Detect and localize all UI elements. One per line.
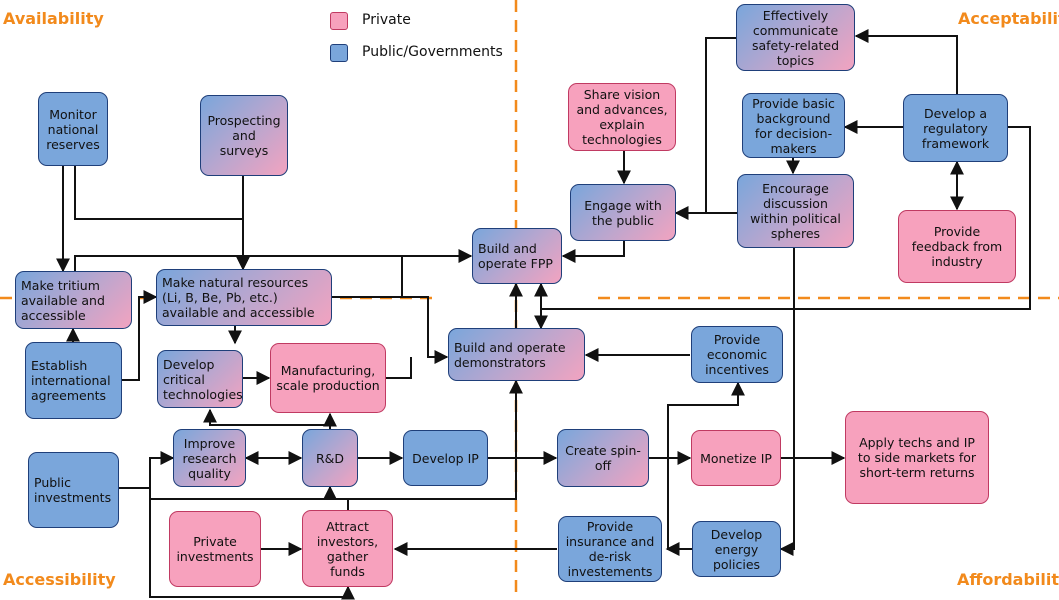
edge-safety-to-engage <box>705 37 736 213</box>
edge-manufacturing-to-demonstrators <box>386 357 412 379</box>
node-encourage-discussion: Encourage discussion within political sp… <box>737 174 854 248</box>
node-regulatory-framework: Develop a regulatory framework <box>903 94 1008 162</box>
node-private-investments: Private investments <box>169 511 261 587</box>
node-create-spinoff: Create spin-off <box>557 429 649 487</box>
node-public-investments: Public investments <box>28 452 119 528</box>
node-insurance: Provide insurance and de-risk investemen… <box>558 516 662 582</box>
edge-regulatory-to-fpp <box>534 126 1031 330</box>
edge-policies-to-incentives <box>667 381 745 549</box>
node-engage-public: Engage with the public <box>570 184 676 241</box>
edge-tritium-to-fpp <box>74 249 473 271</box>
legend-public-label: Public/Governments <box>362 44 503 60</box>
node-attract-investors: Attract investors, gather funds <box>302 510 393 587</box>
edge-resources-to-fpp <box>332 256 403 298</box>
edge-monitor-to-resources <box>74 166 250 271</box>
node-energy-policies: Develop energy policies <box>692 521 781 577</box>
edge-resources-to-demonstrators <box>332 296 449 364</box>
node-make-tritium: Make tritium available and accessible <box>15 271 132 329</box>
node-share-vision: Share vision and advances, explain techn… <box>568 83 676 151</box>
edge-agreements-to-resources <box>122 290 158 381</box>
edge-public-to-research <box>119 451 175 489</box>
edge-public-to-attract <box>149 499 355 600</box>
legend-private-swatch <box>330 12 348 30</box>
node-establish-agreements: Establish international agreements <box>25 342 122 419</box>
node-develop-critical: Develop critical technologies <box>157 350 243 408</box>
node-monetize-ip: Monetize IP <box>691 430 781 486</box>
node-basic-background: Provide basic background for decision-ma… <box>742 93 845 158</box>
node-monitor-reserves: Monitor national reserves <box>38 92 108 166</box>
quadrant-affordability: Affordability <box>957 570 1059 589</box>
edge-engage-to-fpp <box>561 241 625 263</box>
legend-public-swatch <box>330 44 348 62</box>
quadrant-accessibility: Accessibility <box>3 570 116 589</box>
edge-discussion-to-policies <box>779 248 795 556</box>
quadrant-availability: Availability <box>3 9 104 28</box>
quadrant-acceptability: Acceptability <box>958 9 1059 28</box>
edge-regulatory-to-safety <box>854 29 958 94</box>
node-build-fpp: Build and operate FPP <box>472 228 562 284</box>
node-communicate-safety: Effectively communicate safety-related t… <box>736 4 855 71</box>
node-apply-techs: Apply techs and IP to side markets for s… <box>845 411 989 504</box>
node-feedback-industry: Provide feedback from industry <box>898 210 1016 283</box>
legend-private-label: Private <box>362 12 411 28</box>
connections <box>56 29 1031 600</box>
node-develop-ip: Develop IP <box>403 430 488 486</box>
node-improve-research: Improve research quality <box>173 429 246 487</box>
node-manufacturing: Manufacturing, scale production <box>270 343 386 413</box>
node-prospecting: Prospecting and surveys <box>200 95 288 176</box>
node-make-resources: Make natural resources (Li, B, Be, Pb, e… <box>156 269 332 326</box>
node-economic-incentives: Provide economic incentives <box>691 326 783 383</box>
node-rnd: R&D <box>302 429 358 487</box>
node-build-demonstrators: Build and operate demonstrators <box>448 328 585 381</box>
